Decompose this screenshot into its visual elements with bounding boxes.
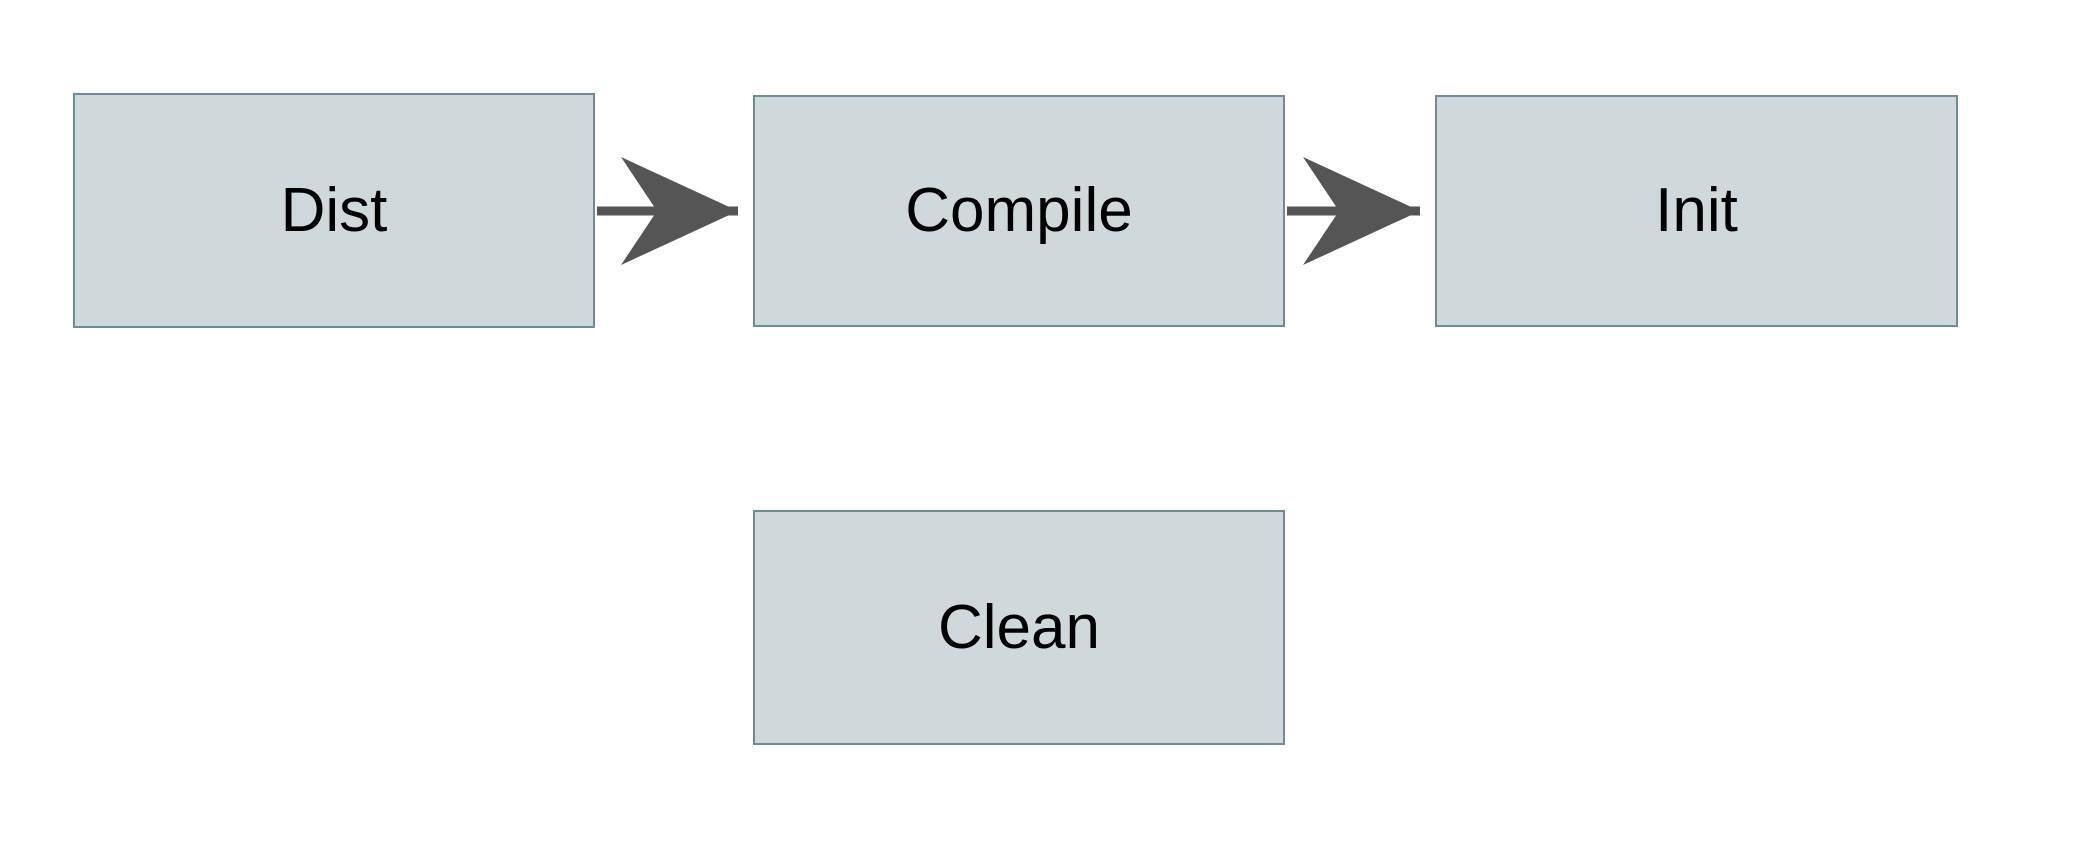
node-label-clean: Clean	[938, 592, 1100, 662]
node-init[interactable]: Init	[1435, 95, 1958, 327]
node-label-dist: Dist	[280, 175, 388, 245]
node-compile[interactable]: Compile	[753, 95, 1285, 327]
node-clean[interactable]: Clean	[753, 510, 1285, 745]
node-label-init: Init	[1655, 176, 1738, 245]
node-dist[interactable]: Dist	[73, 93, 595, 328]
node-label-compile: Compile	[905, 176, 1133, 245]
